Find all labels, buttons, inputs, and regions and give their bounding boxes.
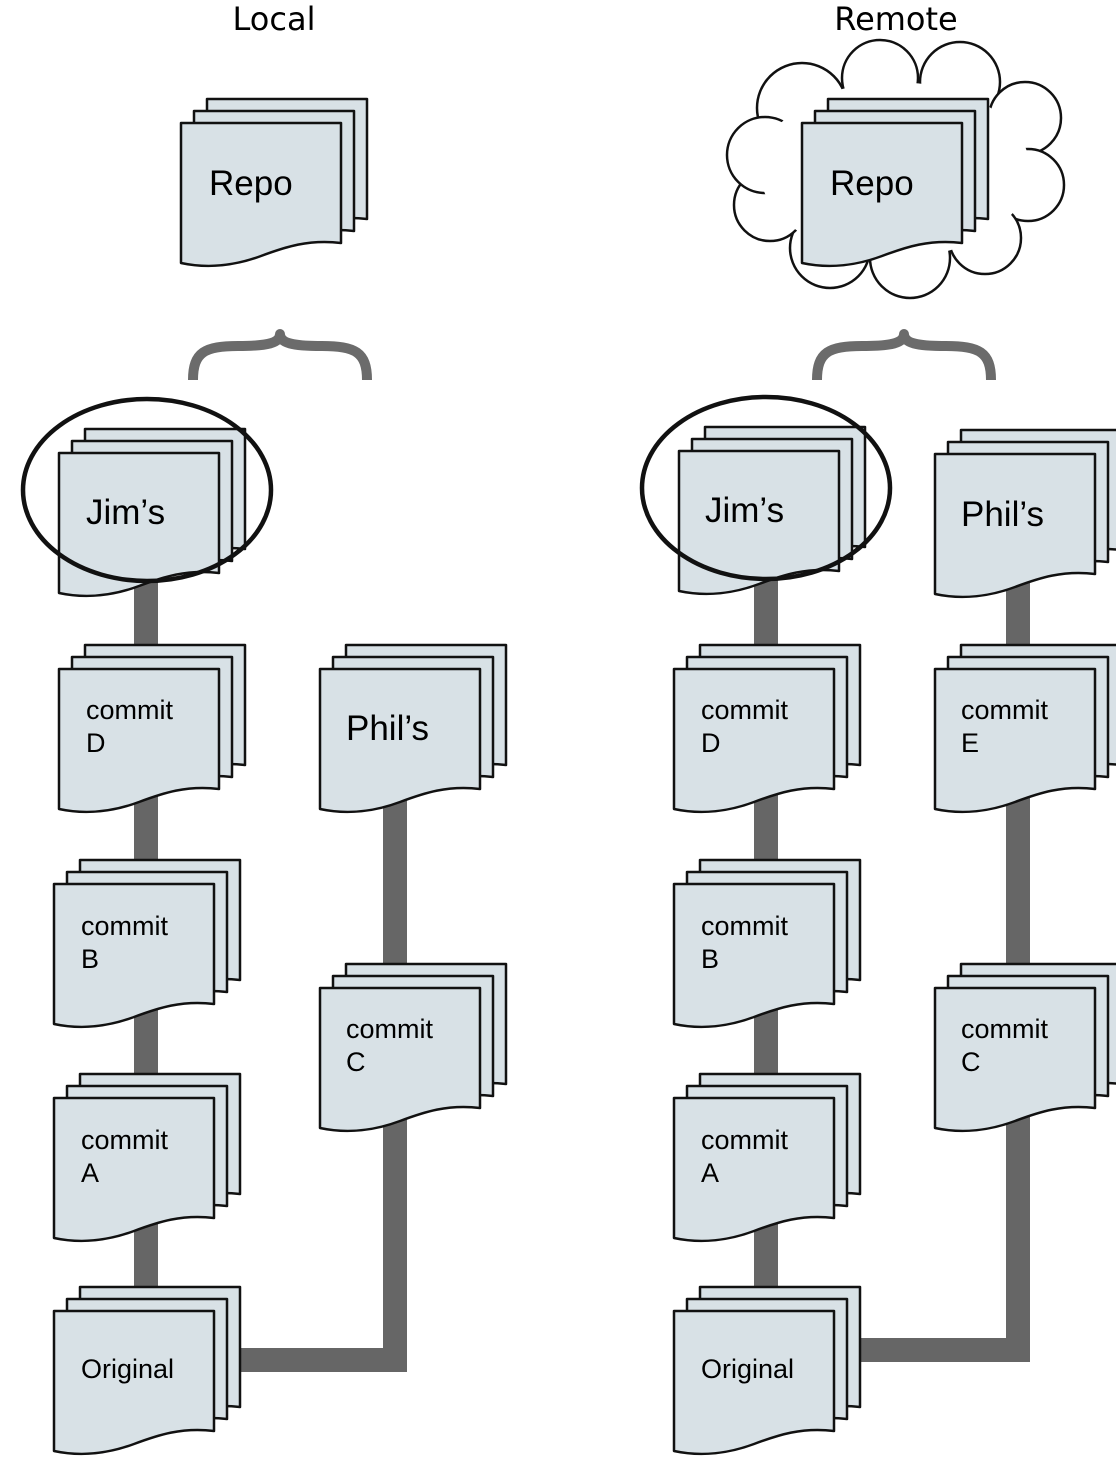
local-commit-d-line1: commit	[86, 695, 173, 725]
remote-commit-b-line1: commit	[701, 911, 788, 941]
remote-jim-highlight-ring	[639, 394, 893, 582]
remote-brace-icon	[812, 329, 996, 381]
local-commit-c: commit C	[318, 962, 508, 1133]
local-jim-label: Jim’s	[86, 493, 165, 532]
local-branch-phil: Phil’s	[318, 643, 508, 814]
remote-original-label: Original	[701, 1354, 794, 1384]
remote-original: Original	[672, 1285, 862, 1456]
remote-commit-d-line1: commit	[701, 695, 788, 725]
remote-commit-d-line2: D	[701, 728, 721, 758]
remote-commit-d: commit D	[672, 643, 862, 814]
local-commit-a: commit A	[52, 1072, 242, 1243]
remote-branch-phil: Phil’s	[933, 428, 1116, 599]
local-commit-a-line1: commit	[81, 1125, 168, 1155]
remote-jim-label: Jim’s	[705, 491, 784, 530]
local-original-label: Original	[81, 1354, 174, 1384]
remote-repo: Repo	[800, 97, 990, 268]
remote-commit-a-line1: commit	[701, 1125, 788, 1155]
local-commit-a-line2: A	[81, 1158, 99, 1188]
remote-commit-b-line2: B	[701, 944, 719, 974]
remote-commit-b: commit B	[672, 858, 862, 1029]
local-commit-c-line2: C	[346, 1047, 366, 1077]
remote-title: Remote	[834, 0, 957, 38]
local-repo: Repo	[179, 97, 369, 268]
remote-commit-c-line2: C	[961, 1047, 981, 1077]
remote-commit-e-line2: E	[961, 728, 979, 758]
local-branch-jim: Jim’s	[57, 427, 247, 598]
remote-commit-c: commit C	[933, 962, 1116, 1133]
remote-commit-a-line2: A	[701, 1158, 719, 1188]
remote-branch-jim: Jim’s	[677, 425, 867, 596]
local-brace-icon	[188, 329, 372, 381]
local-phil-label: Phil’s	[346, 709, 429, 748]
local-commit-b-line1: commit	[81, 911, 168, 941]
local-jim-highlight-ring	[20, 396, 274, 584]
local-commit-b-line2: B	[81, 944, 99, 974]
local-original: Original	[52, 1285, 242, 1456]
local-commit-d-line2: D	[86, 728, 106, 758]
remote-commit-a: commit A	[672, 1072, 862, 1243]
branch-lines	[134, 560, 1030, 1372]
local-commit-d: commit D	[57, 643, 247, 814]
local-repo-label: Repo	[209, 164, 293, 203]
remote-phil-branch-line	[845, 560, 1030, 1362]
remote-commit-e-line1: commit	[961, 695, 1048, 725]
remote-commit-e: commit E	[933, 643, 1116, 814]
remote-commit-c-line1: commit	[961, 1014, 1048, 1044]
remote-phil-label: Phil’s	[961, 495, 1044, 534]
local-commit-b: commit B	[52, 858, 242, 1029]
local-commit-c-line1: commit	[346, 1014, 433, 1044]
local-title: Local	[233, 0, 316, 38]
remote-repo-label: Repo	[830, 164, 914, 203]
